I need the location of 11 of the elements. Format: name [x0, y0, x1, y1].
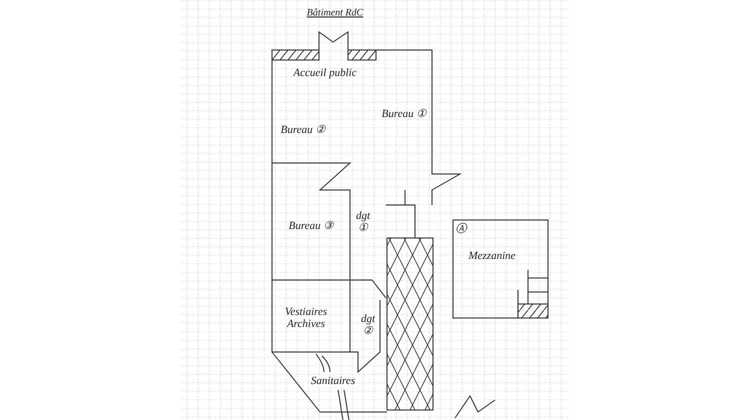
room-label: Bureau ①	[382, 108, 426, 120]
room-label: Bureau ②	[280, 124, 326, 136]
callout-letter: Ⓐ	[456, 222, 466, 236]
room-label: Mezzanine	[468, 250, 516, 262]
room-label: Vestiaires Archives	[284, 306, 328, 330]
room-label: Accueil public	[293, 66, 357, 80]
corridor-label: dgt ①	[354, 210, 372, 234]
room-label: Sanitaires	[310, 374, 356, 388]
plan-title: Bâtiment RdC	[306, 8, 364, 18]
room-label: Bureau ③	[288, 220, 334, 232]
corridor-label: dgt ②	[360, 312, 376, 338]
